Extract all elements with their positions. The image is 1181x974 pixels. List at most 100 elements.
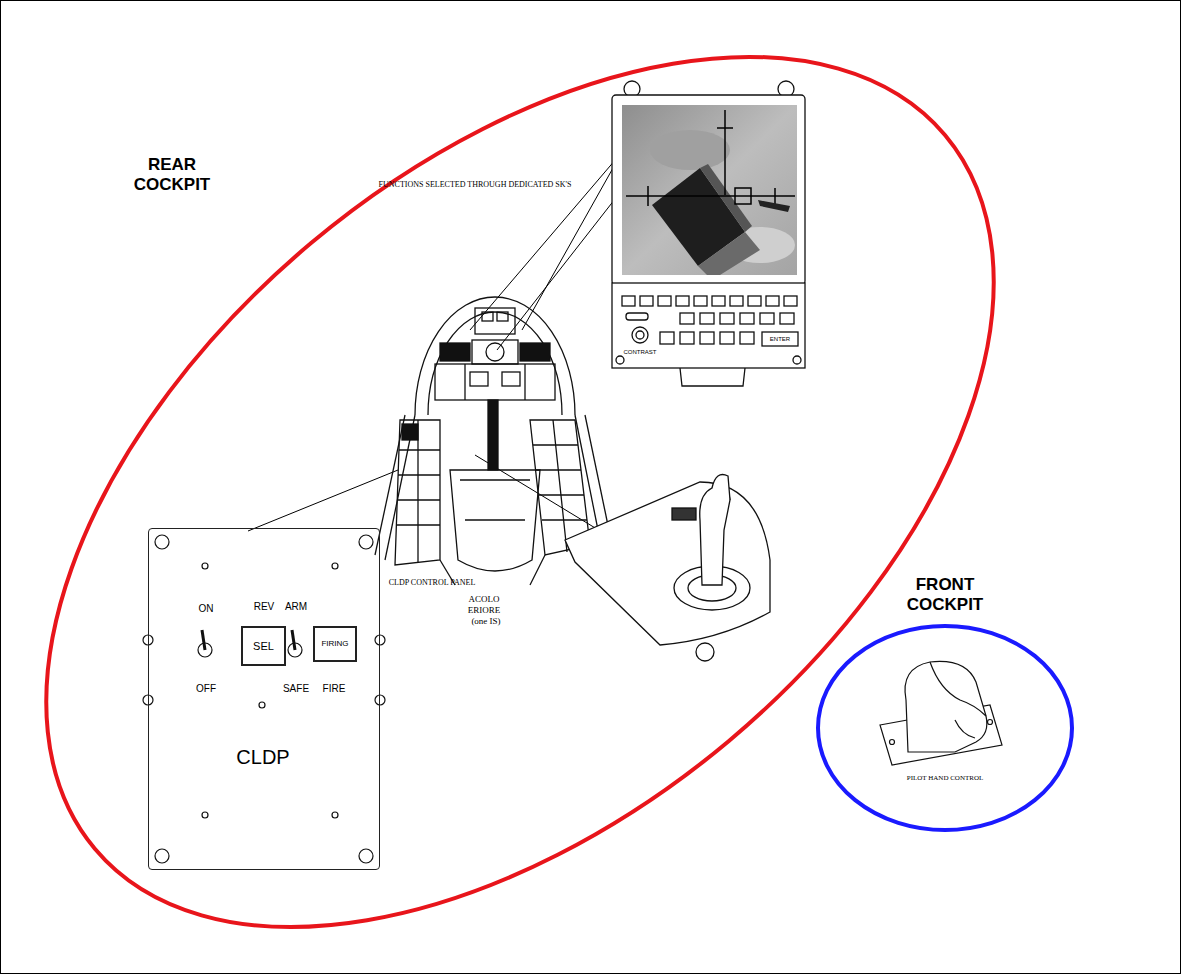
controller-grip (712, 475, 730, 501)
screw (616, 356, 624, 364)
screw (890, 740, 895, 745)
switch-label: ARM (285, 601, 307, 613)
sel-button: SEL (241, 626, 286, 666)
soft-key (740, 313, 754, 324)
soft-key (784, 296, 797, 306)
crosshair (647, 186, 649, 206)
left-console (395, 420, 440, 565)
region-outline (0, 0, 1154, 974)
button-label: SEL (253, 640, 274, 653)
screen-image (622, 105, 797, 275)
soft-key (730, 296, 743, 306)
canopy-rail (585, 415, 610, 535)
firing-button: FIRING (313, 626, 357, 662)
cldp-control-panel: ON OFF REV ARM SAFE FIRE CLDP SEL FIRING (148, 528, 380, 870)
controller-keypad (672, 508, 696, 520)
drawing-label: ACOLO (469, 595, 500, 605)
soft-key (676, 296, 689, 306)
soft-key (720, 332, 734, 344)
display-unit (612, 81, 805, 386)
hole (202, 812, 208, 818)
instrument-dial (486, 343, 504, 361)
screw (375, 635, 385, 645)
soft-key (680, 313, 694, 324)
screw (375, 695, 385, 705)
contrast-knob (632, 327, 648, 343)
instrument-panel (524, 364, 525, 400)
hud (497, 312, 508, 321)
seat (460, 480, 530, 520)
callout-text: CLDP CONTROL PANEL (389, 579, 476, 588)
target-box (735, 188, 751, 204)
terrain (758, 200, 790, 212)
panel-hardware (143, 535, 385, 863)
controller-plate (565, 482, 770, 645)
toggle-switch (292, 630, 295, 650)
screw (359, 849, 373, 863)
soft-key (622, 296, 635, 306)
pilot-hand-control (880, 661, 1002, 765)
instrument-panel (502, 372, 520, 386)
soft-key (748, 296, 761, 306)
screw (359, 535, 373, 549)
left-console (396, 420, 440, 562)
soft-key (720, 313, 734, 324)
crosshair (724, 110, 726, 195)
left-console (402, 424, 418, 440)
soft-key (640, 296, 653, 306)
soft-key (780, 313, 794, 324)
contrast-knob (636, 331, 644, 339)
control-grip (955, 720, 975, 738)
button-caption: FIRE (323, 683, 346, 695)
leader-lines (248, 152, 622, 540)
control-grip (930, 662, 986, 716)
button-caption: REV (254, 601, 275, 613)
region-heading: FRONT COCKPIT (890, 575, 1000, 614)
indicator (626, 313, 648, 320)
leader-line (248, 470, 398, 531)
canopy-frame (415, 297, 575, 415)
crosshair (626, 195, 795, 197)
target-building (700, 164, 752, 232)
display-handle (680, 368, 745, 386)
hud (475, 308, 515, 334)
button-label: FIRING (321, 639, 348, 648)
enter-key (762, 332, 798, 346)
leader-line (497, 190, 622, 350)
drawing-label: (one IS) (471, 617, 500, 627)
crosshair (774, 188, 776, 204)
controller-knob (696, 643, 714, 661)
switch-label: ON (199, 603, 214, 615)
screw (793, 356, 801, 364)
switch-label: OFF (196, 683, 216, 695)
leader-line (522, 152, 622, 330)
region-outline (815, 623, 1075, 833)
screw (155, 849, 169, 863)
region-heading: REAR COCKPIT (122, 155, 222, 194)
key-label: ENTER (770, 336, 790, 343)
drawing-label: ERIORE (468, 606, 501, 616)
hole (332, 563, 338, 569)
soft-key (680, 332, 694, 344)
target-shadow (698, 232, 760, 275)
soft-key (766, 296, 779, 306)
right-console (533, 420, 587, 552)
hud (482, 312, 493, 321)
display-block (440, 343, 470, 361)
front-cockpit-region: FRONT COCKPITPILOT HAND CONTROL (815, 623, 1075, 833)
display-bezel (612, 95, 805, 285)
display-block (520, 343, 550, 361)
toggle-switch (202, 630, 205, 650)
crosshair (717, 127, 733, 129)
soft-key (712, 296, 725, 306)
switch-label: SAFE (283, 683, 309, 695)
screw (155, 535, 169, 549)
panel-title: CLDP (236, 746, 289, 769)
instrument-panel (464, 364, 465, 400)
instrument-panel (470, 372, 488, 386)
key-panel (612, 283, 805, 368)
